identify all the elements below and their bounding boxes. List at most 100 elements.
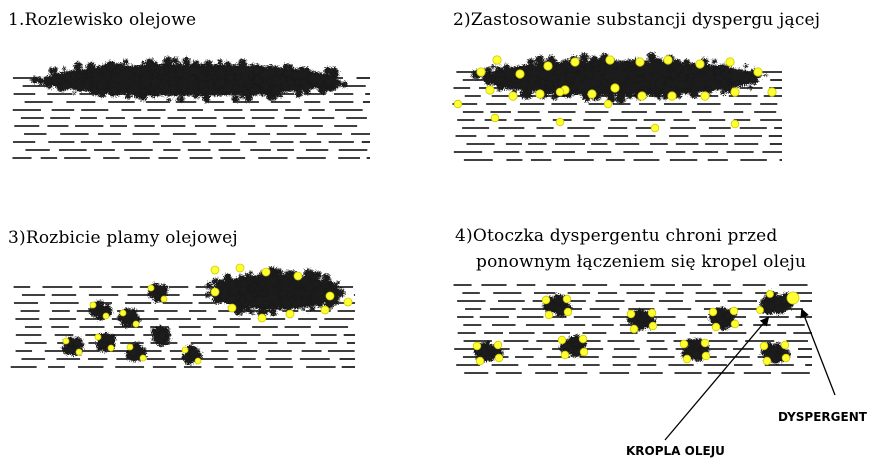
dispersant-particle xyxy=(700,338,710,348)
dispersant-particle xyxy=(578,334,588,344)
dispersant-particle xyxy=(541,295,551,305)
dispersant-particle xyxy=(343,297,353,307)
dispersant-particle xyxy=(730,319,740,329)
dispersant-particle xyxy=(605,55,615,65)
dispersant-particle xyxy=(132,320,140,328)
dispersant-particle xyxy=(560,350,570,360)
dispersant-particle xyxy=(160,295,168,303)
oil-droplet-coated xyxy=(626,308,656,331)
panel-1-title: 1.Rozlewisko olejowe xyxy=(8,10,197,30)
dispersant-particle xyxy=(515,69,525,79)
dispersant-particle xyxy=(730,119,740,129)
dispersant-particle xyxy=(543,61,553,71)
panel-4-title-line2: ponownym łączeniem się kropel oleju xyxy=(476,252,807,272)
dispersant-particle xyxy=(119,309,127,317)
dispersant-particle xyxy=(472,341,482,351)
dispersant-particle xyxy=(492,55,502,65)
dispersant-particle xyxy=(493,340,503,350)
oil-droplet xyxy=(151,325,171,347)
dispersant-label: DYSPERGENT xyxy=(778,410,867,424)
dispersant-particle xyxy=(682,354,692,364)
dispersant-particle xyxy=(494,353,504,363)
dispersant-particle xyxy=(181,346,189,354)
dispersant-particle xyxy=(227,303,237,313)
dispersant-particle xyxy=(485,85,495,95)
dispersant-particle xyxy=(147,284,155,292)
dispersant-particle xyxy=(711,322,721,332)
dispersant-particle xyxy=(663,55,673,65)
dispersant-particle xyxy=(756,306,764,314)
dispersant-particle xyxy=(476,67,486,77)
dispersant-particle xyxy=(667,91,677,101)
dispersant-particle xyxy=(508,91,518,101)
dispersant-particle xyxy=(210,287,220,297)
dispersant-particle xyxy=(570,57,580,67)
dispersant-particle xyxy=(94,333,102,341)
dispersant-particle xyxy=(126,343,134,351)
oil-drop-label: KROPLA OLEJU xyxy=(626,444,725,458)
dispersant-particle xyxy=(257,313,267,323)
dispersant-particle xyxy=(557,335,567,345)
oil-slick-panel-1 xyxy=(30,56,348,103)
dispersant-arrow xyxy=(800,308,836,396)
dispersant-particle xyxy=(780,340,790,350)
oil-drop-arrow xyxy=(664,316,770,441)
dispersant-particle xyxy=(579,347,589,357)
dispersant-particle xyxy=(753,67,763,77)
dispersant-particle xyxy=(729,306,739,316)
dispersant-particle xyxy=(635,57,645,67)
dispersant-particle xyxy=(475,356,485,366)
dispersant-particle xyxy=(603,99,613,109)
panel-4-title-line1: 4)Otoczka dyspergentu chroni przed xyxy=(455,226,778,246)
dispersant-particle xyxy=(555,87,565,97)
dispersant-particle xyxy=(490,113,500,123)
dispersant-particle xyxy=(75,348,83,356)
dispersant-particle xyxy=(453,99,463,109)
dispersant-particle xyxy=(725,57,735,67)
oil-droplet xyxy=(125,341,147,363)
dispersant-particle xyxy=(701,351,711,361)
dispersant-particle xyxy=(647,308,657,318)
dispersant-particle xyxy=(730,87,740,97)
dispersant-particle xyxy=(762,356,772,366)
dispersant-particle xyxy=(629,324,639,334)
dispersant-particle xyxy=(781,353,791,363)
panel-2-title: 2)Zastosowanie substancji dyspergu jącej xyxy=(453,10,821,30)
dispersant-particle xyxy=(695,59,705,69)
dispersant-particle xyxy=(89,301,97,309)
dispersant-particle xyxy=(210,265,220,275)
dispersant-particle xyxy=(708,307,718,317)
dispersant-particle xyxy=(637,91,647,101)
dispersant-particle xyxy=(261,267,271,277)
dispersant-particle xyxy=(285,309,295,319)
dispersant-particle xyxy=(62,337,70,345)
dispersant-particle xyxy=(544,310,554,320)
dispersant-particle xyxy=(235,263,245,273)
dispersant-particle xyxy=(293,271,303,281)
dispersant-particle xyxy=(320,305,330,315)
dispersant-particle xyxy=(563,307,573,317)
dispersant-particle xyxy=(700,91,710,101)
dispersant-particle xyxy=(759,341,769,351)
dispersant-particle xyxy=(626,309,636,319)
dispersant-particle xyxy=(139,354,147,362)
oil-droplet xyxy=(96,332,116,353)
dispersant-particle xyxy=(767,87,777,97)
dispersant-particle xyxy=(650,123,660,133)
oil-droplet-coated xyxy=(473,341,504,362)
dispersant-particle xyxy=(194,357,202,365)
dispersant-particle xyxy=(107,344,115,352)
dispersant-particle xyxy=(679,339,689,349)
dispersant-particle xyxy=(587,89,597,99)
oil-droplet-coated xyxy=(709,307,737,331)
dispersant-particle xyxy=(102,312,110,320)
panel-3-title: 3)Rozbicie plamy olejowej xyxy=(8,228,238,248)
dispersant-particle xyxy=(648,321,658,331)
dispersant-particle xyxy=(562,294,572,304)
dispersant-particle xyxy=(325,291,335,301)
dispersant-particle xyxy=(555,117,565,127)
dispersant-particle xyxy=(610,83,620,93)
oil-droplet-coated xyxy=(681,338,710,363)
dispersant-particle xyxy=(766,290,774,298)
